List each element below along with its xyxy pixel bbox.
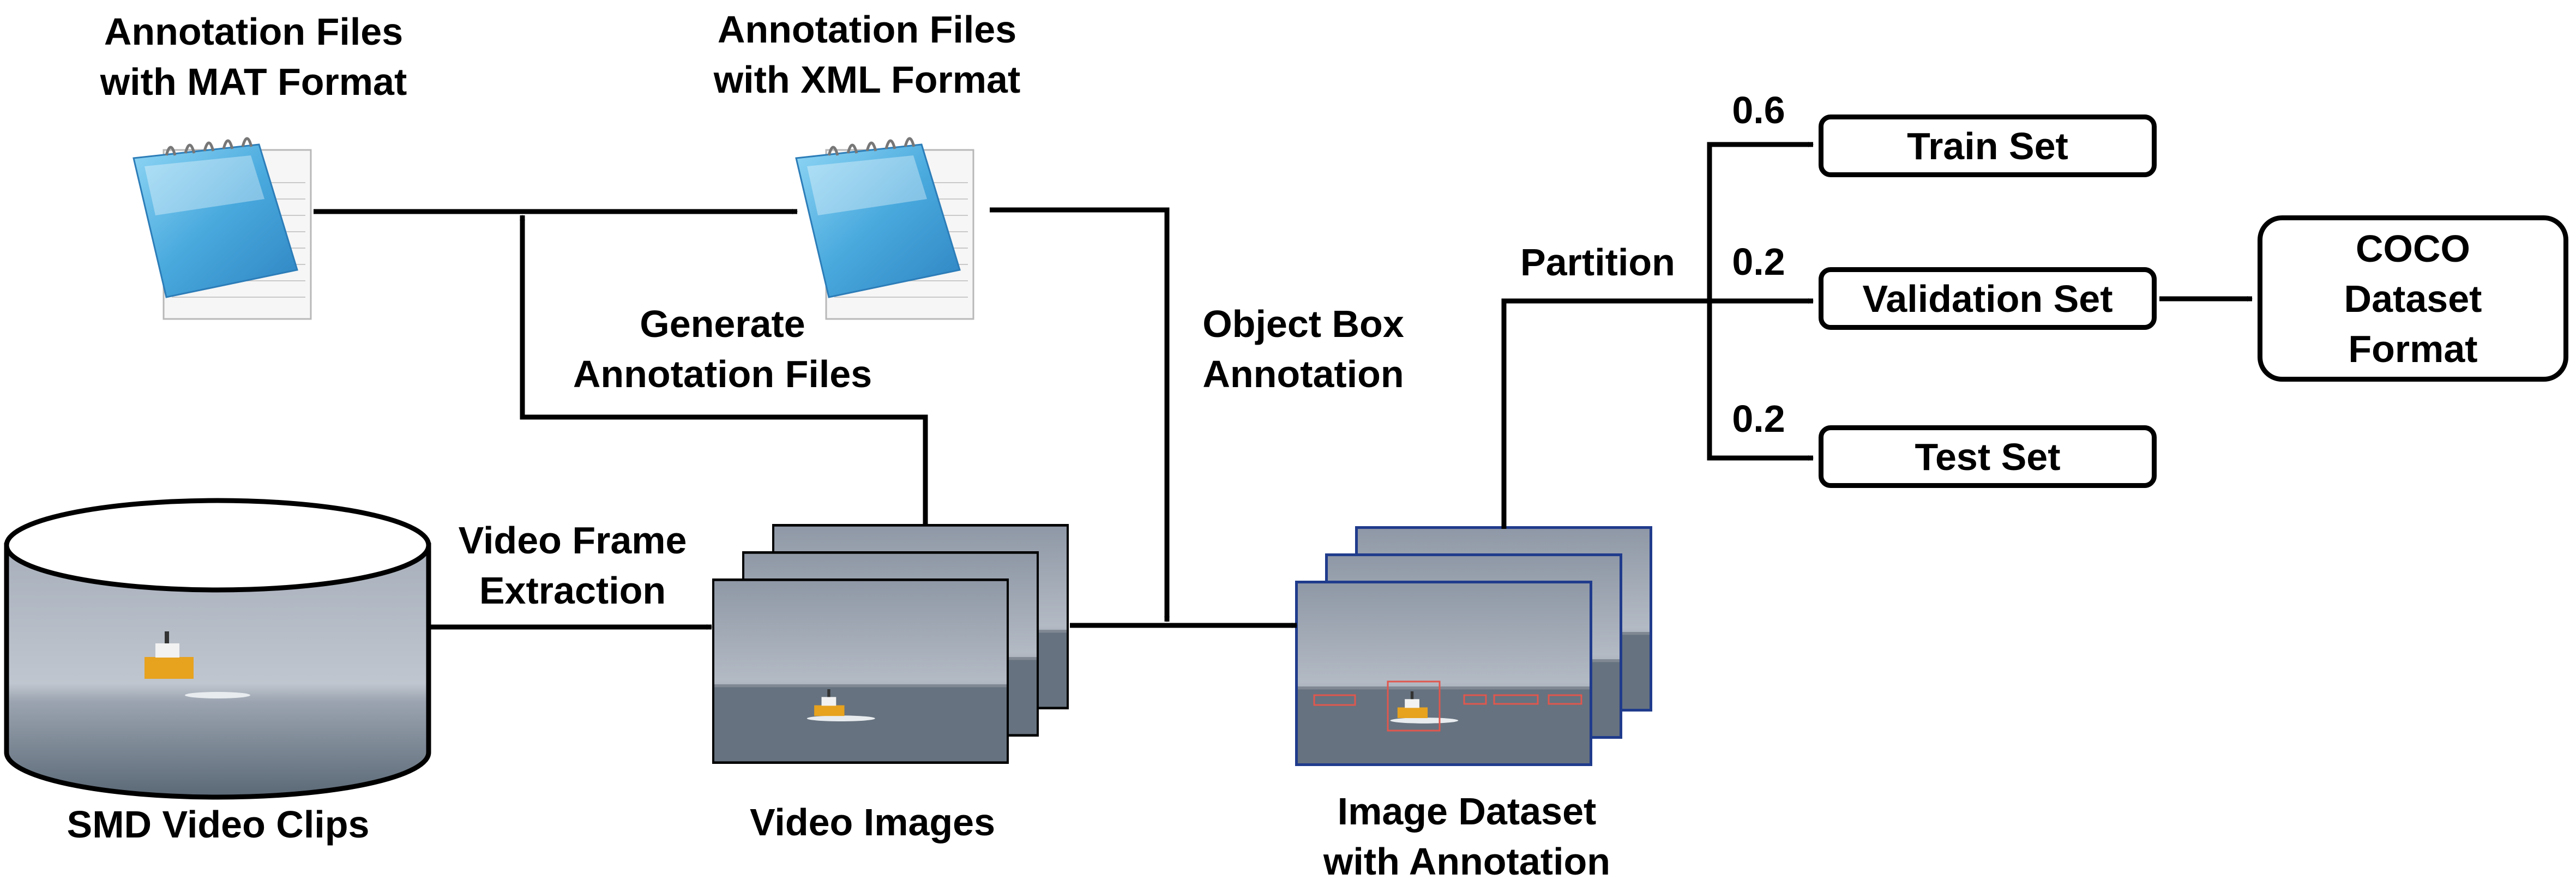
image-stack-icon [712, 524, 1069, 764]
object-box-annotation-label: Object Box Annotation [1202, 303, 1404, 395]
partition-label: Partition [1520, 241, 1675, 284]
train-set-box: Train Set [1819, 114, 2157, 177]
test-ratio-label: 0.2 [1732, 397, 1785, 440]
database-cylinder-icon [4, 498, 431, 800]
train-ratio-label: 0.6 [1732, 89, 1785, 131]
notepad-icon [134, 138, 311, 319]
connectors [314, 142, 2253, 630]
annotation-boxes [1313, 680, 1582, 732]
video-images-label: Video Images [749, 801, 995, 843]
validation-ratio-label: 0.2 [1732, 240, 1785, 283]
test-set-box: Test Set [1819, 425, 2157, 488]
notepad-icon [796, 138, 973, 319]
smd-video-clips-label: SMD Video Clips [67, 803, 370, 846]
coco-format-box: COCO Dataset Format [2258, 215, 2568, 382]
mat-files-label: Annotation Files with MAT Format [100, 10, 407, 103]
image-dataset-label: Image Dataset with Annotation [1323, 790, 1611, 883]
annotated-image-stack-icon [1295, 526, 1652, 766]
validation-set-box: Validation Set [1819, 267, 2157, 330]
generate-annotation-label: Generate Annotation Files [573, 303, 872, 395]
xml-files-label: Annotation Files with XML Format [713, 8, 1021, 101]
frame-extraction-label: Video Frame Extraction [458, 519, 687, 612]
